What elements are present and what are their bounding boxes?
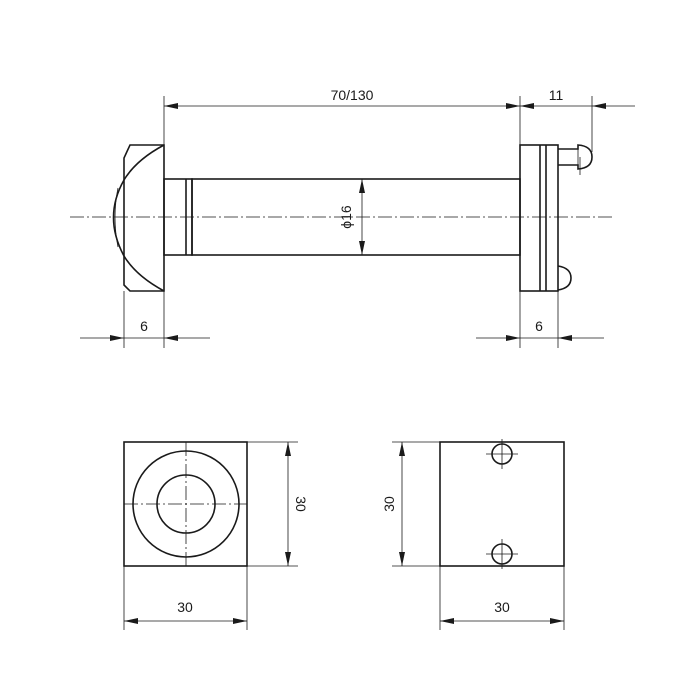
- side-view: [70, 144, 612, 292]
- front-width-label: 30: [177, 599, 193, 615]
- lens-dome-inner: [114, 187, 119, 248]
- pin-offset-dimension: 11: [520, 87, 635, 152]
- right-flange-label: 6: [535, 318, 543, 334]
- flange-curve-top: [123, 144, 165, 181]
- dimension-arrow: [359, 179, 365, 193]
- diameter-dimension: ϕ16: [338, 179, 365, 255]
- pin-offset-label: 11: [549, 87, 564, 103]
- dimension-arrow: [399, 552, 405, 566]
- front-height-label: 30: [293, 496, 309, 512]
- back-width-label: 30: [494, 599, 510, 615]
- diameter-symbol: ϕ: [338, 221, 354, 229]
- length-label: 70/130: [331, 87, 374, 103]
- dimension-arrow: [233, 618, 247, 624]
- dimension-arrow: [592, 103, 606, 109]
- dimension-arrow: [506, 335, 520, 341]
- right-flange: [519, 144, 559, 292]
- diameter-value: 16: [338, 205, 354, 221]
- dimension-arrow: [440, 618, 454, 624]
- dimension-arrow: [520, 103, 534, 109]
- dimension-arrow: [399, 442, 405, 456]
- dimension-arrow: [558, 335, 572, 341]
- dimension-arrow: [550, 618, 564, 624]
- dimension-arrow: [110, 335, 124, 341]
- front-view: [123, 441, 248, 567]
- left-flange: [123, 144, 165, 292]
- length-dimension: 70/130: [163, 87, 521, 145]
- dimension-arrow: [164, 335, 178, 341]
- front-height-dimension: 30: [247, 441, 309, 567]
- top-pin: [558, 144, 593, 170]
- bottom-pin: [557, 265, 572, 291]
- dimension-arrow: [285, 442, 291, 456]
- right-flange-dimension: 6: [476, 291, 604, 348]
- back-height-label: 30: [381, 496, 397, 512]
- diameter-label: ϕ16: [338, 205, 354, 229]
- dimension-arrow: [506, 103, 520, 109]
- front-width-dimension: 30: [123, 566, 248, 630]
- dimension-arrow: [359, 241, 365, 255]
- lens-dome: [112, 179, 125, 257]
- left-flange-label: 6: [140, 318, 148, 334]
- dimension-arrow: [285, 552, 291, 566]
- dimension-arrow: [164, 103, 178, 109]
- back-height-dimension: 30: [381, 441, 440, 567]
- dimension-arrow: [124, 618, 138, 624]
- back-width-dimension: 30: [439, 566, 565, 630]
- flange-curve-bottom: [123, 255, 165, 292]
- left-flange-dimension: 6: [80, 291, 210, 348]
- back-view: [439, 439, 565, 569]
